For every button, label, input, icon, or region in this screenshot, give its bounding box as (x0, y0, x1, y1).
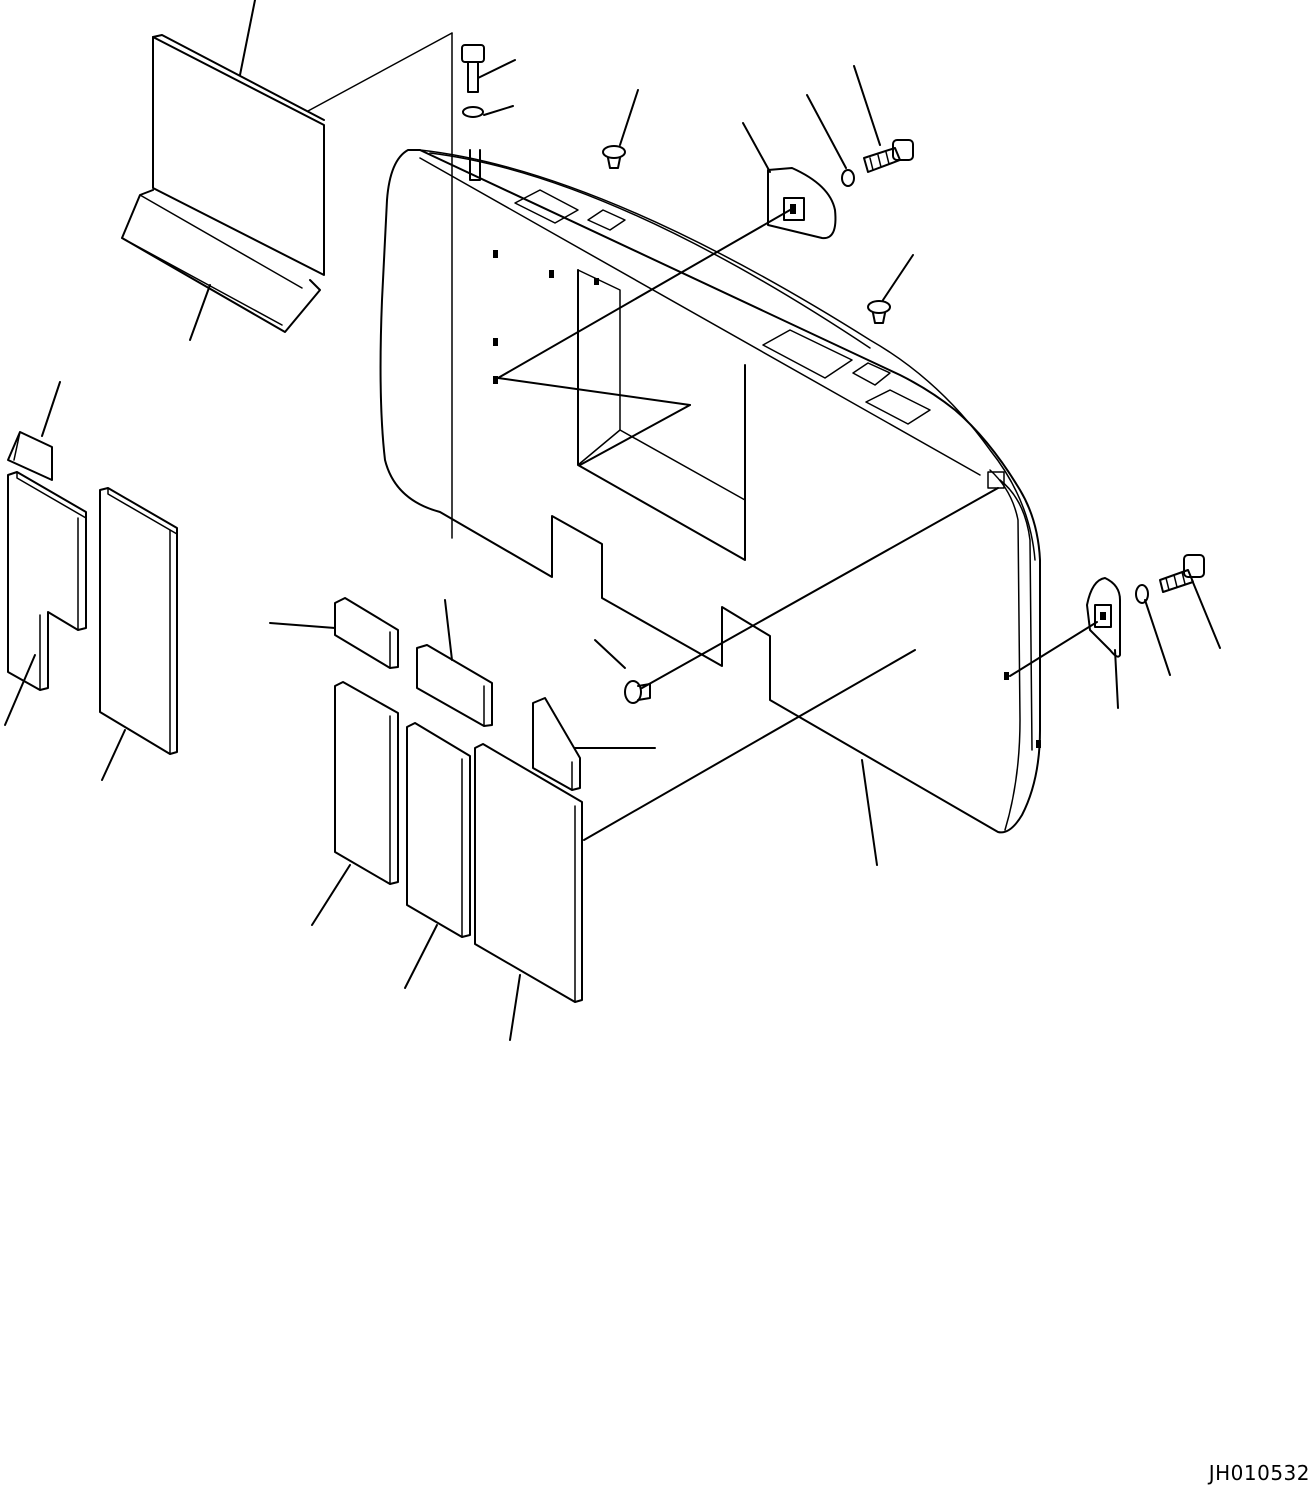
sound-insulation-sheet-angled (121, 34, 325, 333)
bracket-plate-top (767, 167, 837, 240)
washer-right (1135, 584, 1149, 604)
tall-sheet-left (99, 487, 178, 755)
rubber-cushion-top-2 (867, 300, 891, 324)
small-pad-1 (334, 597, 399, 669)
triangle-pad (532, 697, 581, 791)
tall-pad-3 (474, 743, 583, 1003)
bolt-top-right (863, 139, 914, 173)
bracket-plate-right (1086, 577, 1121, 658)
small-pad-2 (416, 644, 493, 727)
drawing-code-label: JH010532 (1208, 1461, 1310, 1485)
rubber-cushion-top-1 (602, 145, 626, 169)
leader-lines (4, 0, 1221, 1041)
small-block-left (7, 431, 53, 481)
bolt-right (1159, 554, 1205, 593)
tall-pad-1 (334, 681, 399, 885)
tall-pad-2 (406, 722, 471, 938)
rubber-cushion-middle (624, 680, 651, 704)
insulation-sheet-large (307, 32, 453, 539)
washer-top-right (841, 169, 855, 187)
l-shaped-sheet-left (7, 471, 87, 691)
engine-hood-panel (379, 149, 1041, 834)
